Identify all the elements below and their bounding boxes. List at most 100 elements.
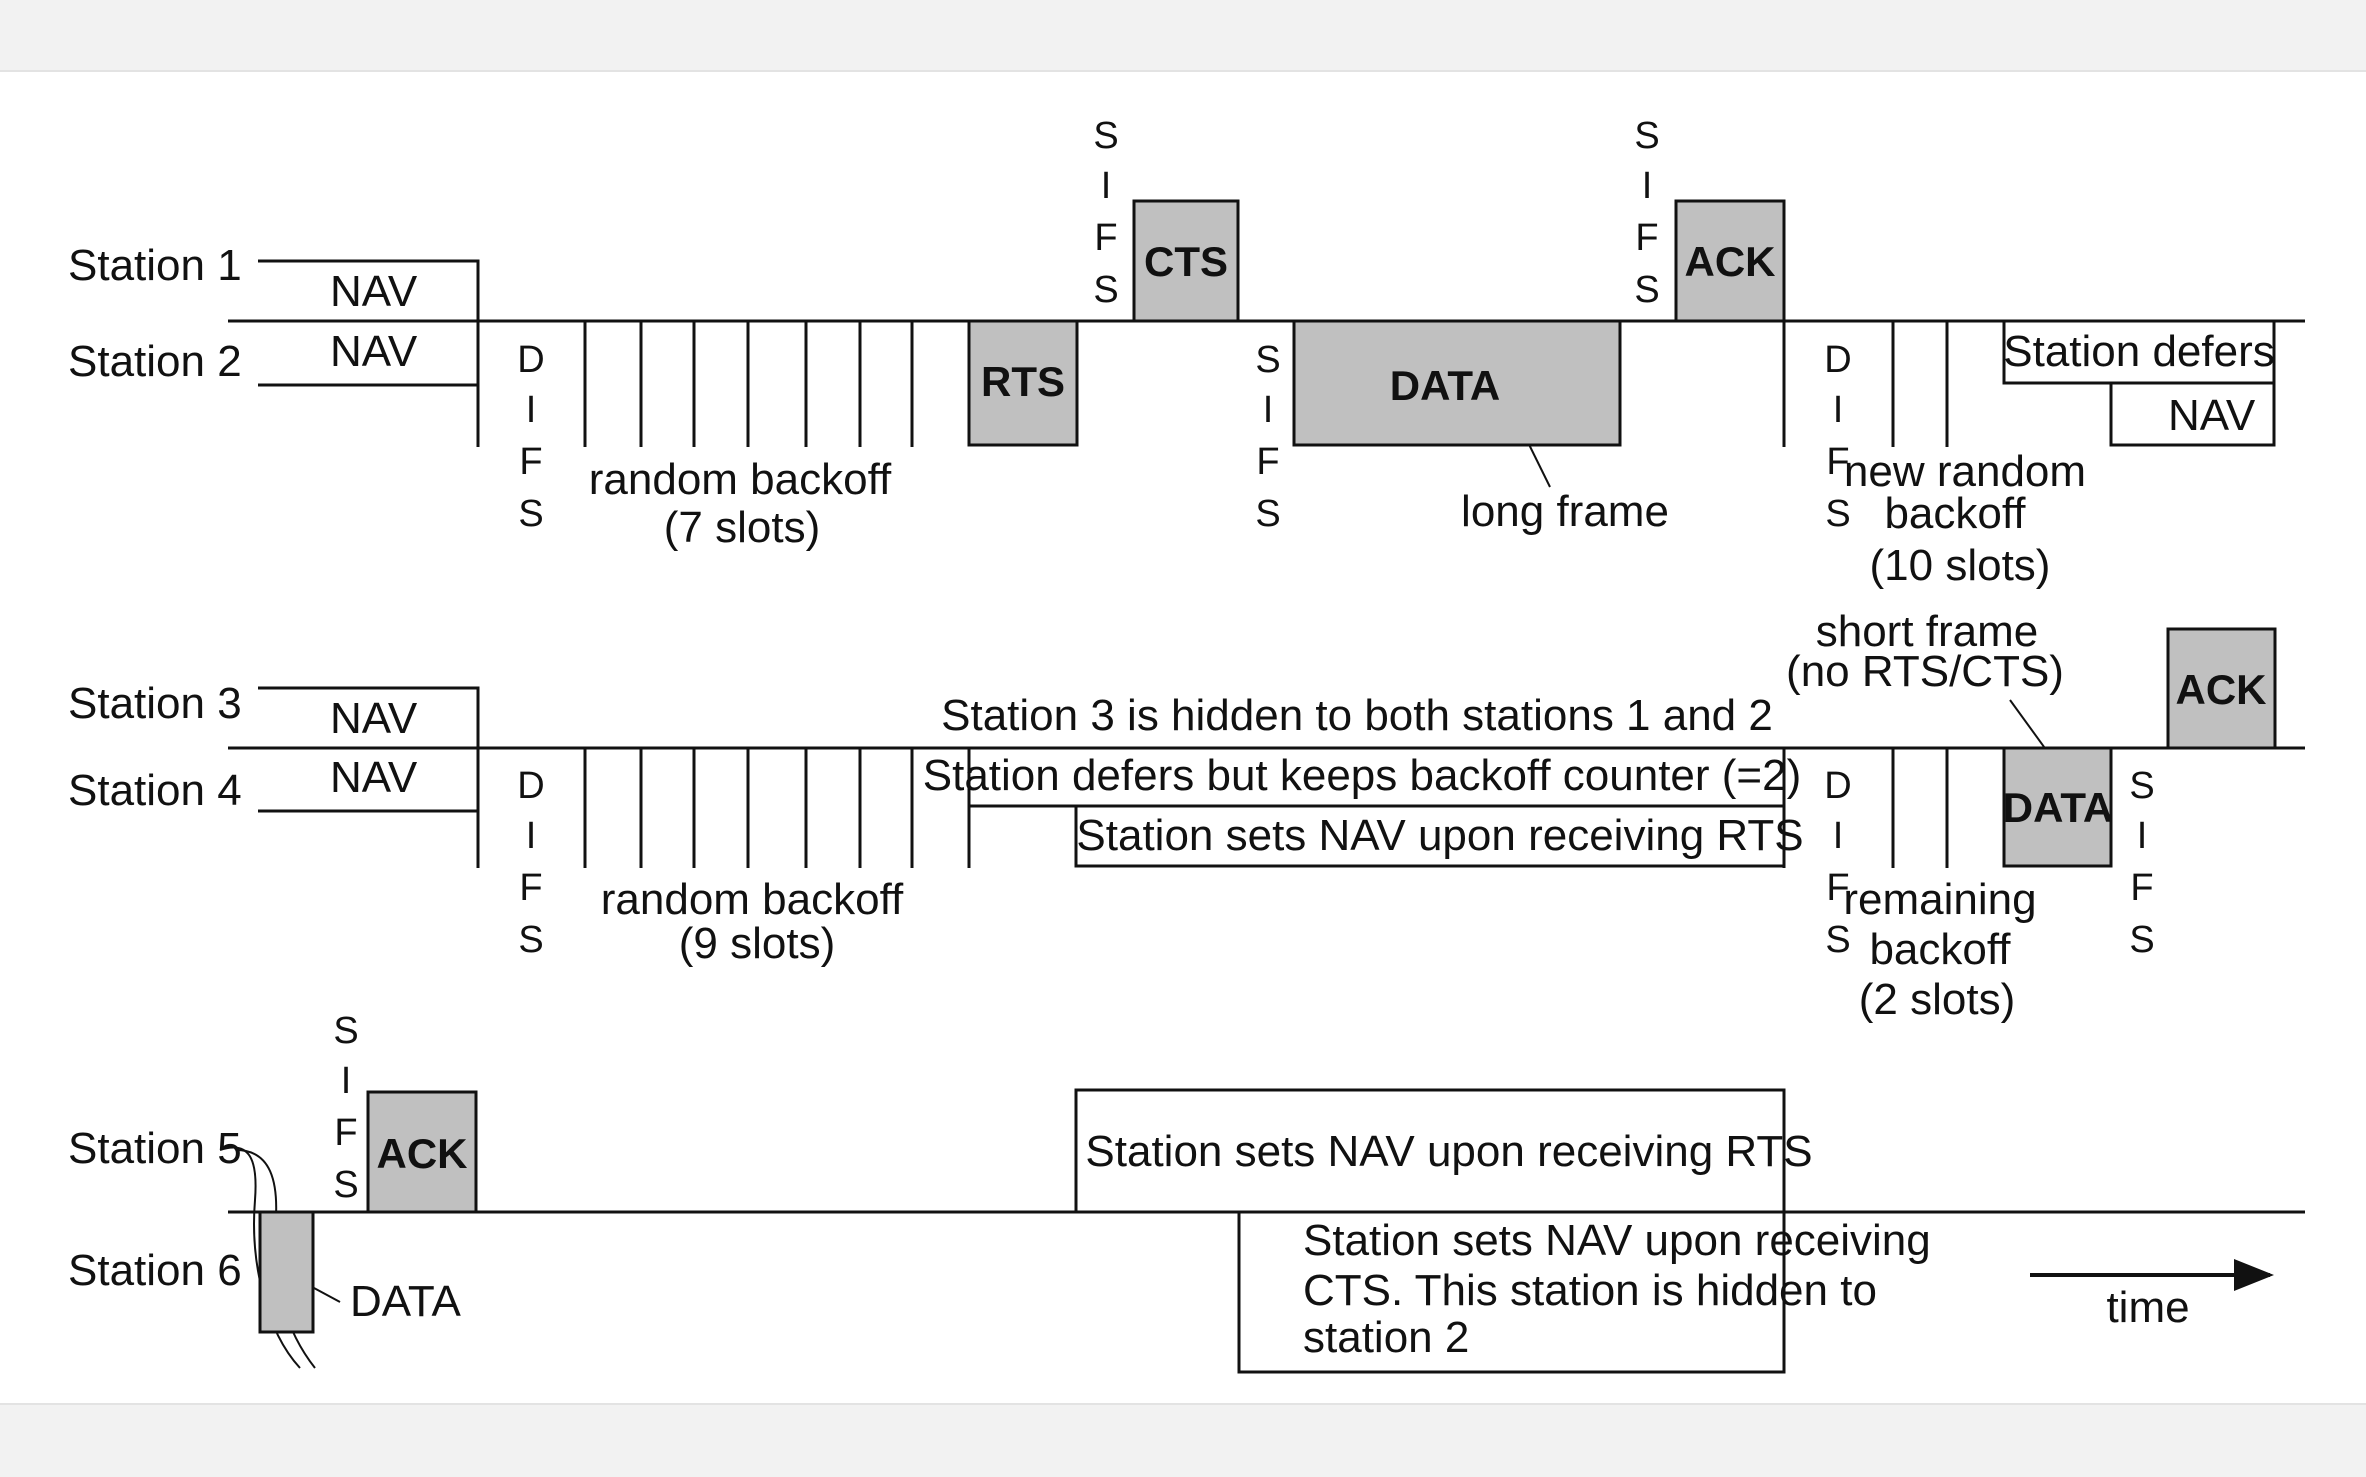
random-backoff-label-s4: random backoff	[601, 875, 904, 924]
svg-text:S: S	[1825, 493, 1850, 535]
rts-label: RTS	[981, 358, 1065, 405]
ack-label-s3: ACK	[2176, 666, 2267, 713]
svg-text:D: D	[517, 339, 544, 381]
svg-text:F: F	[519, 441, 542, 483]
svg-text:S: S	[1825, 919, 1850, 961]
new-random-label: new random	[1844, 447, 2086, 496]
sifs-label-1: S I F S	[1093, 115, 1118, 311]
svg-text:I: I	[1263, 389, 1274, 431]
sifs-label-4: S I F S	[2129, 765, 2154, 961]
bottom-bar	[0, 1403, 2366, 1477]
station-defers-label: Station defers	[2003, 327, 2275, 376]
cts-frame	[1132, 199, 1240, 323]
nav-label-s4: NAV	[330, 753, 418, 802]
difs-label-4: D I F S	[1824, 765, 1851, 961]
svg-text:I: I	[1833, 815, 1844, 857]
ack-frame-s3	[2166, 627, 2277, 750]
hidden-note-label: Station 3 is hidden to both stations 1 a…	[941, 691, 1773, 740]
station-4-label: Station 4	[68, 766, 242, 815]
svg-text:I: I	[526, 815, 537, 857]
station-6-label: Station 6	[68, 1246, 242, 1295]
cts-label: CTS	[1144, 238, 1228, 285]
cts-note-line-1: Station sets NAV upon receiving	[1303, 1216, 1931, 1265]
svg-text:S: S	[1093, 115, 1118, 157]
svg-text:S: S	[1255, 339, 1280, 381]
nav-s4	[258, 748, 480, 868]
nav-label-s1: NAV	[330, 267, 418, 316]
sifs-label-2: S I F S	[1634, 115, 1659, 311]
backoff-ticks-s4	[583, 748, 971, 868]
svg-text:S: S	[1255, 493, 1280, 535]
sets-nav-rts-label-s5: Station sets NAV upon receiving RTS	[1085, 1127, 1812, 1176]
sets-nav-cts-box-s6	[1237, 1210, 1786, 1374]
svg-text:S: S	[1634, 269, 1659, 311]
backoff-label-s2: backoff	[1884, 489, 2026, 538]
svg-text:I: I	[341, 1060, 352, 1102]
svg-text:S: S	[518, 493, 543, 535]
svg-text:S: S	[2129, 919, 2154, 961]
svg-text:F: F	[334, 1112, 357, 1154]
svg-text:S: S	[1093, 269, 1118, 311]
svg-text:F: F	[1256, 441, 1279, 483]
nav-label-s3: NAV	[330, 694, 418, 743]
nav-box-s2-end	[2109, 381, 2276, 447]
svg-text:F: F	[1826, 867, 1849, 909]
data-frame-s6	[258, 1210, 315, 1334]
defers-keeps-label: Station defers but keeps backoff counter…	[923, 751, 1802, 800]
remaining-label: remaining	[1843, 875, 2036, 924]
difs-label-3: D I F S	[517, 765, 544, 961]
data-label-s6: DATA	[350, 1277, 461, 1326]
data-label-s4: DATA	[2003, 784, 2113, 831]
svg-text:I: I	[2137, 815, 2148, 857]
nav-s1	[258, 259, 480, 321]
svg-text:F: F	[2130, 867, 2153, 909]
svg-text:S: S	[333, 1010, 358, 1052]
station-2-label: Station 2	[68, 337, 242, 386]
sets-nav-rts-label-s4: Station sets NAV upon receiving RTS	[1076, 811, 1803, 860]
svg-text:I: I	[1101, 165, 1112, 207]
sifs-label-3: S I F S	[1255, 339, 1280, 535]
backoff-label-s4: backoff	[1869, 925, 2011, 974]
rts-frame	[967, 319, 1079, 447]
difs-label-2: D I F S	[1824, 339, 1851, 535]
ack-label-s1: ACK	[1685, 238, 1776, 285]
svg-text:S: S	[518, 919, 543, 961]
svg-text:S: S	[2129, 765, 2154, 807]
nine-slots-label: (9 slots)	[679, 919, 835, 968]
time-label: time	[2106, 1283, 2189, 1332]
ack-frame-s5	[366, 1090, 478, 1214]
nav-label-s2-end: NAV	[2168, 391, 2256, 440]
svg-text:F: F	[1635, 217, 1658, 259]
data-frame-s4	[2002, 746, 2113, 868]
svg-text:I: I	[526, 389, 537, 431]
no-rts-cts-label: (no RTS/CTS)	[1786, 647, 2064, 696]
ten-slots-label: (10 slots)	[1870, 541, 2051, 590]
svg-text:F: F	[519, 867, 542, 909]
station-3-label: Station 3	[68, 679, 242, 728]
two-slots-label: (2 slots)	[1859, 975, 2015, 1024]
svg-text:D: D	[517, 765, 544, 807]
station-5-label: Station 5	[68, 1124, 242, 1173]
svg-text:F: F	[1094, 217, 1117, 259]
nav-label-s2: NAV	[330, 327, 418, 376]
random-backoff-label-s2: random backoff	[589, 455, 892, 504]
long-frame-label: long frame	[1461, 487, 1669, 536]
cts-note-line-3: station 2	[1303, 1313, 1469, 1362]
cts-note-line-2: CTS. This station is hidden to	[1303, 1266, 1877, 1315]
svg-text:S: S	[1634, 115, 1659, 157]
data-frame-s2	[1292, 319, 1622, 447]
svg-text:S: S	[333, 1164, 358, 1206]
short-frame-label: short frame	[1816, 607, 2039, 656]
top-bar	[0, 0, 2366, 72]
ack-label-s5: ACK	[377, 1130, 468, 1177]
backoff-ticks-s2	[583, 321, 914, 447]
svg-text:I: I	[1642, 165, 1653, 207]
ack-frame-s1	[1674, 199, 1786, 323]
sifs-label-5: S I F S	[333, 1010, 358, 1206]
data-label-s2: DATA	[1390, 362, 1500, 409]
svg-text:D: D	[1824, 339, 1851, 381]
svg-text:D: D	[1824, 765, 1851, 807]
station-1-label: Station 1	[68, 241, 242, 290]
